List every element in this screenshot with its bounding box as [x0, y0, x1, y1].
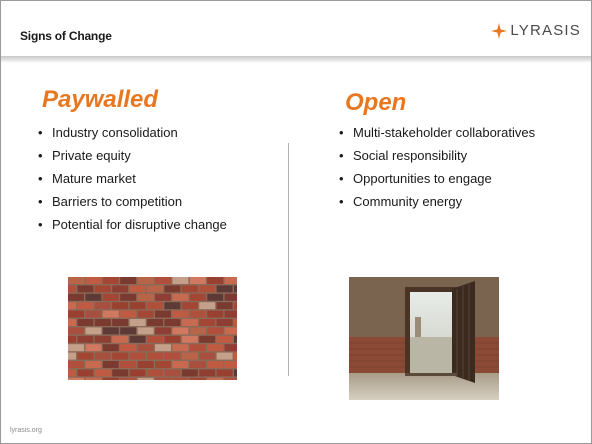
- open-list: Multi-stakeholder collaboratives Social …: [335, 125, 565, 217]
- lyrasis-logo: LYRASIS: [491, 22, 581, 39]
- list-item: Industry consolidation: [34, 125, 284, 140]
- brick-wall-drawing: [68, 277, 237, 380]
- column-divider: [288, 143, 289, 376]
- list-item: Opportunities to engage: [335, 171, 565, 186]
- list-item: Mature market: [34, 171, 284, 186]
- star-icon: [491, 22, 508, 39]
- list-item: Community energy: [335, 194, 565, 209]
- logo-text: LYRASIS: [510, 22, 581, 39]
- paywalled-heading: Paywalled: [42, 86, 159, 113]
- open-heading: Open: [345, 89, 407, 116]
- list-item: Multi-stakeholder collaboratives: [335, 125, 565, 140]
- list-item: Social responsibility: [335, 148, 565, 163]
- brick-wall-image: [68, 277, 237, 380]
- slide-title: Signs of Change: [20, 29, 112, 43]
- slide-header: Signs of Change LYRASIS: [1, 1, 591, 63]
- list-item: Potential for disruptive change: [34, 217, 284, 232]
- open-door-image: [349, 277, 499, 400]
- list-item: Barriers to competition: [34, 194, 284, 209]
- paywalled-list: Industry consolidation Private equity Ma…: [34, 125, 284, 240]
- footer-url: lyrasis.org: [10, 427, 42, 434]
- header-rule: [1, 56, 591, 63]
- list-item: Private equity: [34, 148, 284, 163]
- open-door-drawing: [349, 277, 499, 400]
